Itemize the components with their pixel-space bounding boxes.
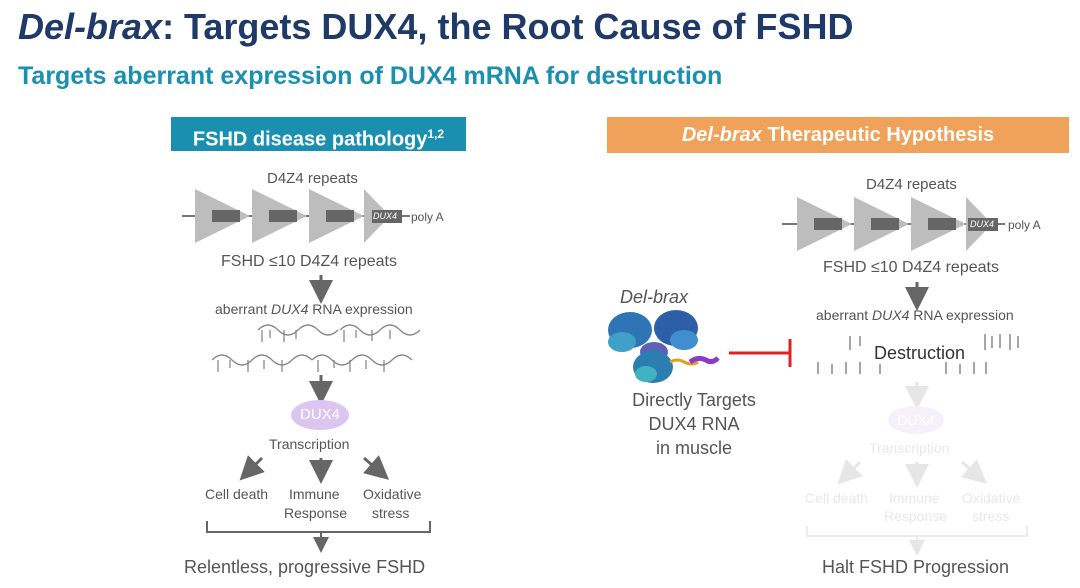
left-rna-waves bbox=[211, 324, 421, 372]
left-response: Response bbox=[284, 505, 348, 521]
left-aberrant-gene: DUX4 bbox=[271, 301, 309, 317]
left-poly-a: poly A bbox=[411, 210, 444, 224]
left-immune: Immune bbox=[289, 486, 340, 502]
left-transcription: Transcription bbox=[269, 436, 350, 452]
left-bracket bbox=[206, 521, 431, 533]
del-brax-targets: Directly Targets DUX4 RNA in muscle bbox=[624, 388, 764, 460]
right-header-drug: Del-brax bbox=[681, 124, 762, 146]
right-cell-death-faded: Cell death bbox=[805, 490, 869, 506]
del-brax-molecule-icon bbox=[608, 310, 720, 383]
right-aberrant-prefix: aberrant bbox=[816, 307, 873, 323]
right-rna-fragments bbox=[817, 334, 1019, 374]
right-response-faded: Response bbox=[884, 508, 948, 524]
right-aberrant-gene: DUX4 bbox=[872, 307, 910, 323]
title-drug-name: Del-brax bbox=[18, 6, 163, 47]
page-subtitle: Targets aberrant expression of DUX4 mRNA… bbox=[18, 62, 723, 90]
right-dux4-gene-label: DUX4 bbox=[970, 219, 995, 229]
page-title: Del-brax: Targets DUX4, the Root Cause o… bbox=[18, 6, 853, 48]
right-oxidative-faded: Oxidative bbox=[962, 490, 1021, 506]
left-arrow-oxidative bbox=[363, 455, 390, 480]
left-bottom-outcome: Relentless, progressive FSHD bbox=[184, 557, 426, 577]
title-rest: : Targets DUX4, the Root Cause of FSHD bbox=[162, 6, 854, 47]
right-aberrant-expression: aberrant DUX4 RNA expression bbox=[816, 307, 1014, 323]
right-immune-faded: Immune bbox=[889, 490, 940, 506]
right-fshd-repeats: FSHD ≤10 D4Z4 repeats bbox=[823, 259, 999, 276]
right-stress-faded: stress bbox=[972, 508, 1010, 524]
del-brax-label: Del-brax bbox=[620, 287, 689, 307]
left-oxidative: Oxidative bbox=[363, 486, 422, 502]
left-fshd-repeats: FSHD ≤10 D4Z4 repeats bbox=[221, 253, 397, 270]
destruction-label: Destruction bbox=[874, 343, 966, 363]
left-aberrant-suffix: RNA expression bbox=[308, 301, 413, 317]
left-dux4-protein: DUX4 bbox=[291, 400, 349, 430]
left-aberrant-expression: aberrant DUX4 RNA expression bbox=[215, 301, 413, 317]
right-dux4-protein-faded: DUX4 bbox=[888, 406, 944, 434]
right-arrow-cell-death-faded bbox=[837, 459, 863, 485]
right-d4z4-repeats bbox=[782, 197, 1005, 251]
right-header-text: Therapeutic Hypothesis bbox=[761, 124, 995, 146]
right-transcription-faded: Transcription bbox=[869, 440, 950, 456]
right-arrow-oxidative-faded bbox=[961, 459, 988, 484]
right-bracket-faded bbox=[806, 526, 1028, 537]
left-repeats-label: D4Z4 repeats bbox=[267, 170, 358, 187]
left-header-text: FSHD disease pathology bbox=[192, 128, 428, 151]
targets-line-1: Directly Targets bbox=[632, 390, 756, 410]
right-bottom-outcome: Halt FSHD Progression bbox=[822, 557, 1010, 577]
left-d4z4-repeats bbox=[182, 189, 410, 243]
targets-line-2: DUX4 RNA bbox=[648, 414, 740, 434]
left-header-superscript: 1,2 bbox=[427, 127, 445, 141]
right-aberrant-suffix: RNA expression bbox=[909, 307, 1014, 323]
left-stress: stress bbox=[372, 505, 410, 521]
right-repeats-label: D4Z4 repeats bbox=[866, 176, 957, 193]
left-panel-header: FSHD disease pathology1,2 bbox=[171, 117, 466, 151]
left-arrow-cell-death bbox=[239, 455, 265, 481]
left-cell-death: Cell death bbox=[205, 486, 269, 502]
left-aberrant-prefix: aberrant bbox=[215, 301, 272, 317]
right-poly-a: poly A bbox=[1008, 218, 1041, 232]
right-panel-header: Del-brax Therapeutic Hypothesis bbox=[607, 117, 1069, 153]
left-dux4-gene-label: DUX4 bbox=[373, 211, 398, 221]
targets-line-3: in muscle bbox=[655, 438, 733, 458]
